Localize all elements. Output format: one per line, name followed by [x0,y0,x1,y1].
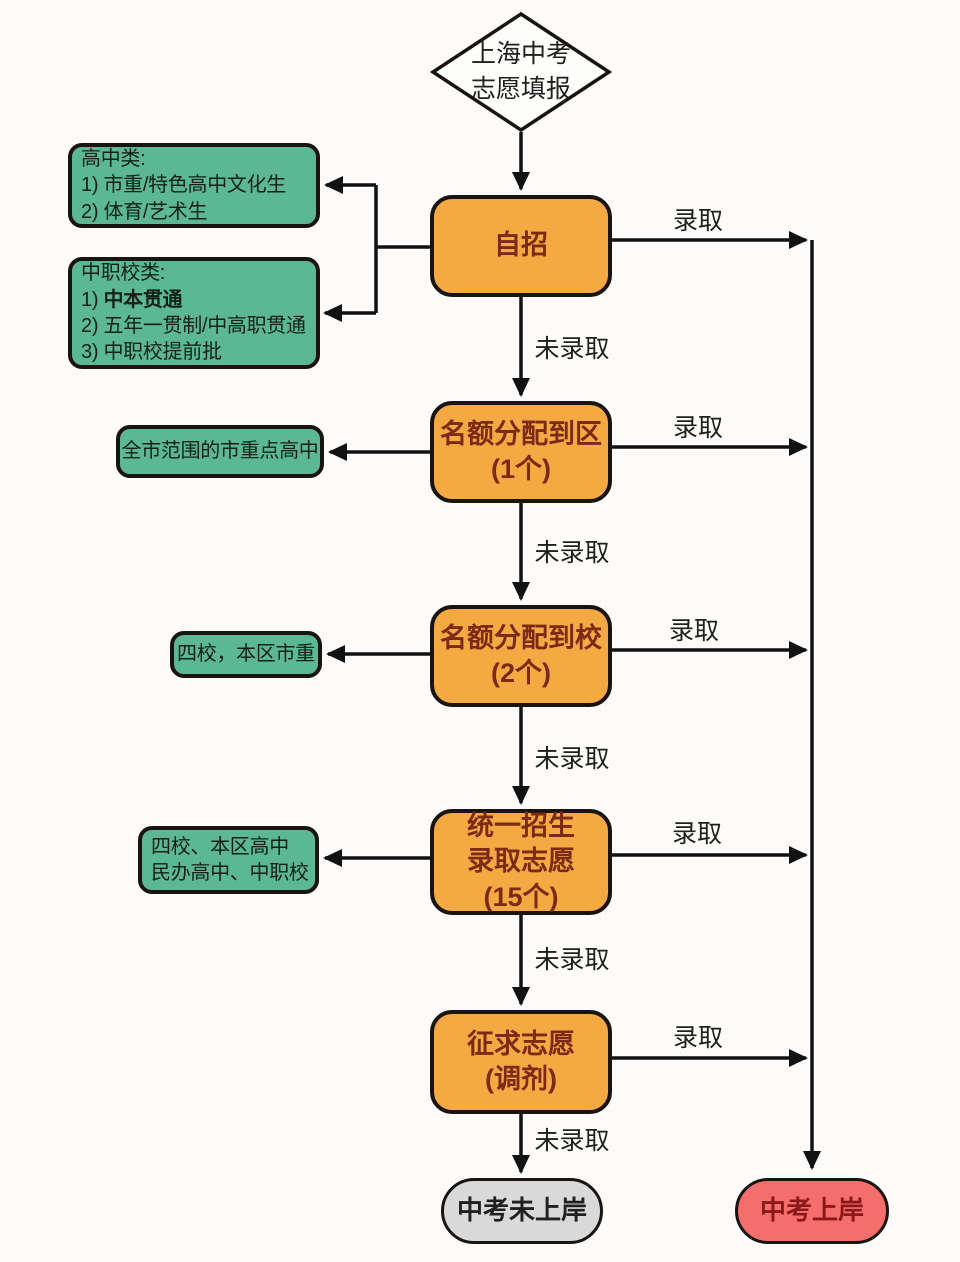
node-quota-district-line-1: 名额分配到区 [440,418,602,449]
start-line-2: 志愿填报 [470,75,571,103]
node-supplementary: 征求志愿 (调剂) [430,1010,612,1114]
note-high-school-item-1: 1) 市重/特色高中文化生 [81,174,286,197]
note-unified-options: 四校、本区高中 民办高中、中职校 [138,826,319,894]
note-vocational-item-1: 1) 中本贯通 [81,287,183,313]
note-vocational-item-1-bold: 中本贯通 [103,288,183,311]
label-not-admitted-5: 未录取 [534,1127,610,1155]
node-quota-school: 名额分配到校 (2个) [430,605,612,707]
label-admitted-1: 录取 [672,207,724,235]
label-admitted-2: 录取 [672,414,724,442]
label-admitted-3: 录取 [668,617,720,645]
node-self-recruit-label: 自招 [494,230,548,261]
node-quota-district-line-2: (1个) [491,454,551,484]
node-not-landed: 中考未上岸 [441,1178,603,1244]
label-admitted-4: 录取 [671,820,723,848]
label-not-admitted-4: 未录取 [534,946,610,974]
node-landed-label: 中考上岸 [759,1195,864,1226]
node-self-recruit: 自招 [430,195,612,297]
label-not-admitted-1: 未录取 [534,335,610,363]
node-unified-line-2: 录取志愿 [467,846,575,877]
node-not-landed-label: 中考未上岸 [456,1195,587,1226]
node-landed: 中考上岸 [735,1178,889,1244]
node-quota-school-line-2: (2个) [491,658,551,688]
note-district-key: 全市范围的市重点高中 [116,425,324,478]
note-unified-options-line-2: 民办高中、中职校 [151,862,309,884]
note-four-schools-district: 四校，本区市重 [170,631,322,678]
label-admitted-5: 录取 [672,1024,724,1052]
label-not-admitted-2: 未录取 [534,539,610,567]
note-district-key-label: 全市范围的市重点高中 [121,440,319,463]
note-high-school: 高中类: 1) 市重/特色高中文化生 2) 体育/艺术生 [68,143,320,228]
node-unified-line-1: 统一招生 [467,811,575,842]
node-unified-admission: 统一招生 录取志愿 (15个) [430,809,612,915]
node-quota-school-line-1: 名额分配到校 [440,622,602,653]
node-unified-line-3: (15个) [483,881,559,912]
label-not-admitted-3: 未录取 [534,745,610,773]
node-supplementary-line-2: (调剂) [485,1064,557,1094]
note-high-school-title: 高中类: [81,147,146,170]
node-quota-district: 名额分配到区 (1个) [430,401,612,503]
note-vocational-item-2: 2) 五年一贯制/中高职贯通 [81,315,306,337]
start-node: 上海中考 志愿填报 [431,38,611,106]
note-vocational-item-1-prefix: 1) [81,288,104,311]
note-vocational-item-3: 3) 中职校提前批 [81,341,222,364]
node-supplementary-line-1: 征求志愿 [467,1028,575,1059]
note-unified-options-line-1: 四校、本区高中 [151,835,289,858]
note-high-school-item-2: 2) 体育/艺术生 [81,200,208,223]
note-vocational: 中职校类: 1) 中本贯通 2) 五年一贯制/中高职贯通 3) 中职校提前批 [68,257,320,369]
start-diamond-shape [429,11,613,133]
start-line-1: 上海中考 [470,40,571,68]
note-vocational-title: 中职校类: [81,262,166,285]
note-four-schools-district-label: 四校，本区市重 [177,643,315,666]
